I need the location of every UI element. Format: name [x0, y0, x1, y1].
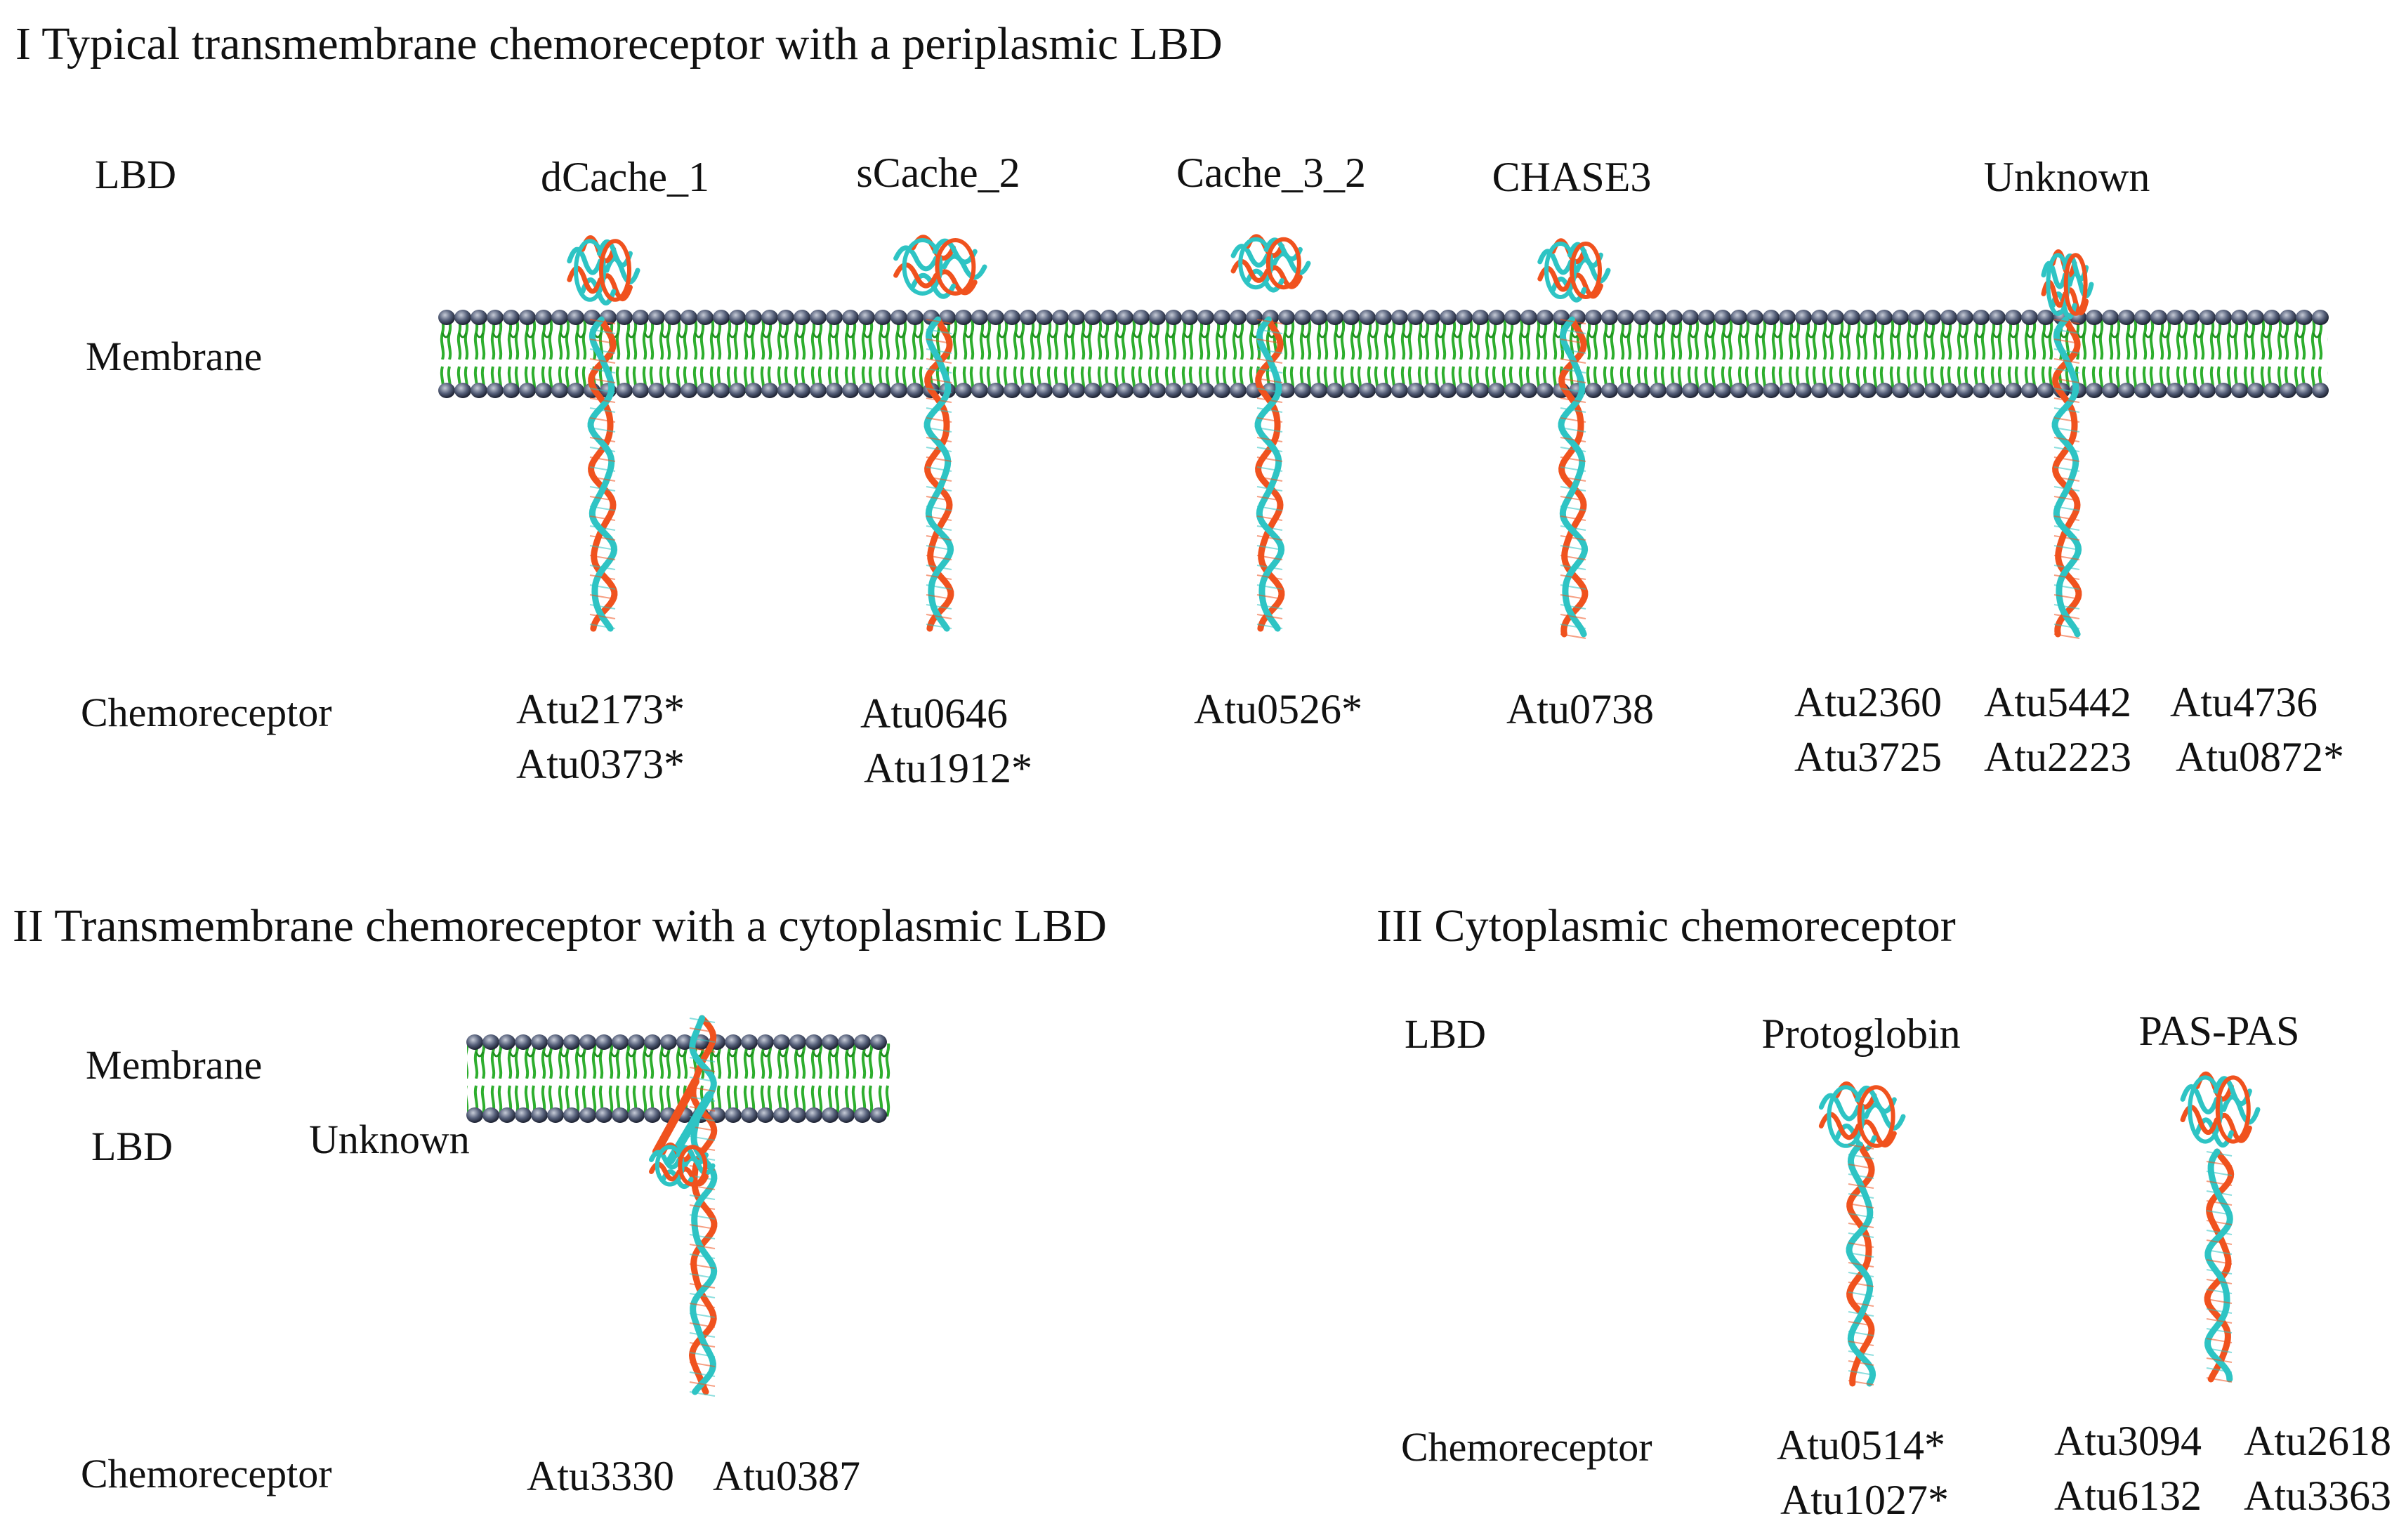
receptor-id-atu3094: Atu3094 — [2054, 1418, 2202, 1464]
receptor-id-atu2223: Atu2223 — [1984, 734, 2131, 780]
domain-name-dcache1: dCache_1 — [541, 154, 709, 200]
receptor-id-atu3330: Atu3330 — [527, 1453, 674, 1499]
receptor-id-atu0738: Atu0738 — [1506, 686, 1654, 732]
receptor-id-atu6132: Atu6132 — [2054, 1473, 2202, 1519]
receptor-id-atu1027: Atu1027* — [1780, 1477, 1949, 1523]
receptor-id-atu0526: Atu0526* — [1194, 686, 1362, 732]
domain-name-protoglobin: Protoglobin — [1761, 1011, 1960, 1057]
section3-lbd-label: LBD — [1405, 1011, 1486, 1057]
domain-name-unknown: Unknown — [1984, 154, 2150, 200]
section2-chemoreceptor-label: Chemoreceptor — [81, 1451, 332, 1496]
receptor-id-atu2360: Atu2360 — [1794, 679, 1942, 725]
protein-structure-dcache1 — [567, 235, 640, 632]
section1-chemoreceptor-label: Chemoreceptor — [81, 690, 332, 735]
section3-title: III Cytoplasmic chemoreceptor — [1376, 900, 1956, 952]
protein-structure-cache32 — [1230, 234, 1311, 632]
section2-title: II Transmembrane chemoreceptor with a cy… — [13, 900, 1107, 952]
receptor-id-atu0872: Atu0872* — [2176, 734, 2344, 780]
receptor-id-atu3363: Atu3363 — [2244, 1473, 2391, 1519]
domain-name-chase3: CHASE3 — [1492, 154, 1652, 200]
membrane-bilayer-1 — [438, 310, 2329, 398]
section2-domain-name: Unknown — [309, 1117, 470, 1162]
receptor-id-atu2618: Atu2618 — [2244, 1418, 2391, 1464]
protein-structure-protoglobin — [1818, 1081, 1906, 1387]
section1-membrane-label: Membrane — [86, 334, 262, 379]
section2-membrane-label: Membrane — [86, 1042, 262, 1088]
protein-structure-unknown — [2041, 249, 2094, 639]
protein-structure-cytoplasmic-lbd — [648, 1015, 718, 1397]
domain-name-scache2: sCache_2 — [856, 150, 1020, 196]
section1-lbd-label: LBD — [95, 152, 176, 197]
protein-structure-scache2 — [893, 235, 987, 632]
section3-chemoreceptor-label: Chemoreceptor — [1401, 1424, 1652, 1470]
receptor-id-atu1912: Atu1912* — [864, 745, 1032, 791]
domain-name-cache32: Cache_3_2 — [1176, 150, 1366, 196]
protein-structure-chase3 — [1537, 238, 1611, 639]
protein-structure-pas-pas — [2180, 1071, 2261, 1383]
receptor-id-atu0387: Atu0387 — [713, 1453, 860, 1499]
receptor-id-atu2173: Atu2173* — [516, 686, 685, 732]
receptor-id-atu5442: Atu5442 — [1984, 679, 2131, 725]
section2-lbd-label: LBD — [91, 1124, 173, 1169]
receptor-id-atu3725: Atu3725 — [1794, 734, 1942, 780]
domain-name-pas-pas: PAS-PAS — [2138, 1008, 2299, 1054]
receptor-id-atu4736: Atu4736 — [2170, 679, 2318, 725]
section1-title: I Typical transmembrane chemoreceptor wi… — [15, 18, 1223, 70]
receptor-id-atu0646: Atu0646 — [860, 690, 1008, 737]
receptor-id-atu0373: Atu0373* — [516, 741, 685, 787]
receptor-id-atu0514: Atu0514* — [1777, 1422, 1945, 1468]
